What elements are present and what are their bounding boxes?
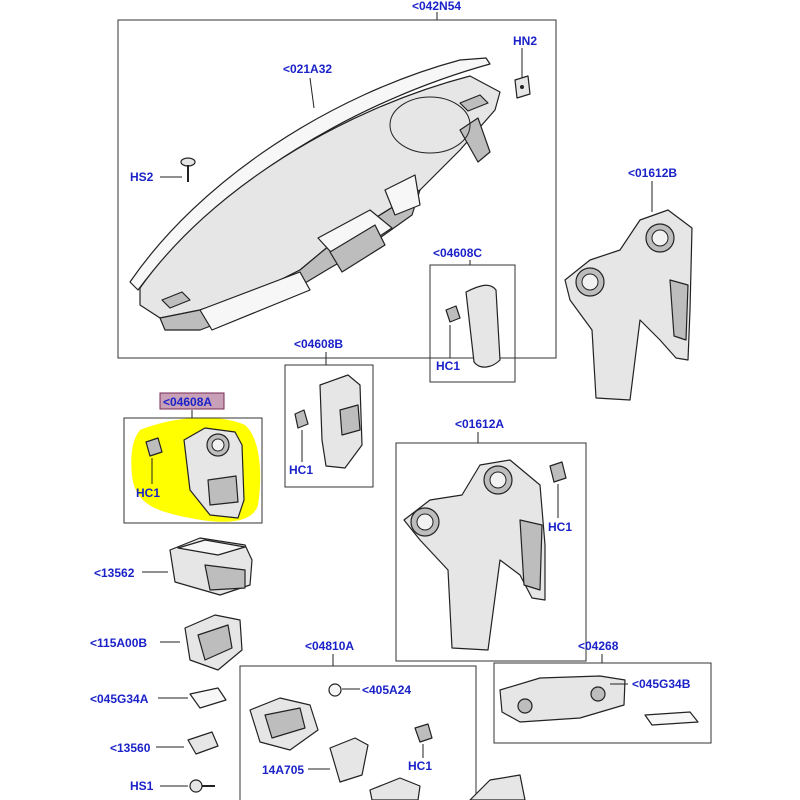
group-box-04608B	[284, 364, 374, 488]
switch-panel-c-part	[465, 284, 501, 368]
label-HC1-r[interactable]: HC1	[548, 520, 572, 534]
label-01612B[interactable]: <01612B	[628, 166, 677, 180]
group-box-04810A	[239, 665, 477, 800]
label-14A705[interactable]: 14A705	[262, 763, 304, 777]
label-HN2[interactable]: HN2	[513, 34, 537, 48]
console-trim-upper-part	[564, 209, 693, 401]
label-045G34A[interactable]: <045G34A	[90, 692, 149, 706]
label-04608A-selected-bg	[159, 392, 225, 410]
group-box-04608C	[429, 264, 516, 383]
cover-part	[187, 731, 219, 755]
label-045G34B[interactable]: <045G34B	[632, 677, 691, 691]
switch-bank-part	[499, 675, 626, 723]
label-HS1[interactable]: HS1	[130, 779, 154, 793]
group-box-dashboard	[117, 19, 557, 359]
label-04608C[interactable]: <04608C	[433, 246, 482, 260]
label-HC1-m[interactable]: HC1	[408, 759, 432, 773]
pad-b-part	[644, 711, 699, 726]
label-HS2[interactable]: HS2	[130, 170, 154, 184]
dashboard-part	[139, 75, 501, 319]
label-115A00B[interactable]: <115A00B	[90, 636, 147, 650]
label-04810A[interactable]: <04810A	[305, 639, 354, 653]
group-box-01612A	[395, 442, 587, 662]
label-HC1-c[interactable]: HC1	[436, 359, 460, 373]
label-405A24[interactable]: <405A24	[362, 683, 411, 697]
label-HC1-b[interactable]: HC1	[289, 463, 313, 477]
label-04608A[interactable]: <04608A	[163, 395, 212, 409]
label-01612A[interactable]: <01612A	[455, 417, 504, 431]
label-042N54[interactable]: <042N54	[412, 0, 461, 13]
label-04268[interactable]: <04268	[578, 639, 619, 653]
bracket-14A705-part	[329, 737, 369, 783]
bolt-part	[189, 779, 203, 793]
label-021A32[interactable]: <021A32	[283, 62, 332, 76]
pad-a-part	[189, 687, 227, 709]
screw-part	[180, 157, 196, 167]
label-04608B[interactable]: <04608B	[294, 337, 343, 351]
label-HC1-a[interactable]: HC1	[136, 486, 160, 500]
group-box-04608A	[123, 417, 263, 524]
label-13560[interactable]: <13560	[110, 741, 151, 755]
console-trim-lower-part	[403, 459, 546, 651]
label-13562[interactable]: <13562	[94, 566, 135, 580]
clip-m-part	[414, 723, 433, 743]
